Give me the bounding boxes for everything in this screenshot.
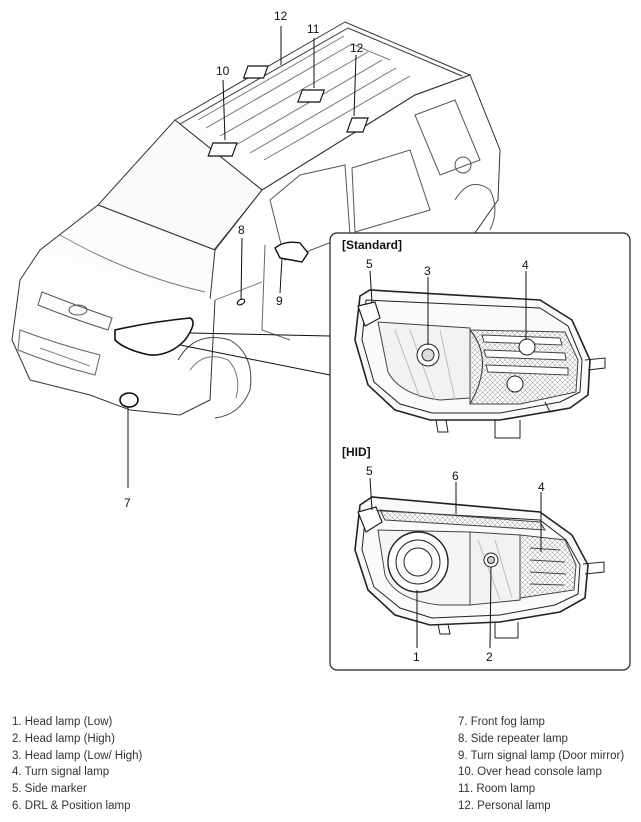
vehicle-illustration: [11, 21, 501, 419]
callout-hid-high-beam: 2: [486, 650, 493, 664]
vehicle-headlamp-outline: [114, 317, 194, 356]
callout-mirror-turn-signal: 9: [276, 294, 283, 308]
legend-item: 9. Turn signal lamp (Door mirror): [458, 749, 625, 762]
legend-left-column: 1. Head lamp (Low) 2. Head lamp (High) 3…: [12, 714, 142, 815]
callout-std-head-lamp: 3: [424, 264, 431, 278]
side-repeater-outline: [236, 298, 246, 306]
callout-room-lamp: 11: [307, 22, 320, 36]
legend-item: 11. Room lamp: [458, 783, 536, 796]
callout-personal-lamp-left: 12: [274, 9, 288, 23]
legend-item: 4. Turn signal lamp: [12, 766, 110, 779]
fog-lamp-outline: [119, 392, 139, 408]
vehicle-grille: [37, 291, 113, 331]
legend-item: 12. Personal lamp: [458, 799, 551, 812]
callout-personal-lamp-right: 12: [350, 41, 364, 55]
vehicle-front-fascia: [11, 249, 216, 416]
hid-headlamp-drawing: [354, 496, 605, 639]
callout-hid-drl: 6: [452, 469, 459, 483]
room-lamp: [297, 89, 326, 103]
inset-leader-lines: [369, 270, 542, 649]
legend-item: 5. Side marker: [12, 783, 87, 796]
legend-item: 1. Head lamp (Low): [12, 716, 113, 728]
callout-std-side-marker: 5: [366, 257, 373, 271]
standard-headlamp-title: [Standard]: [342, 238, 402, 252]
hid-headlamp-title: [HID]: [342, 445, 371, 459]
overhead-console-lamp: [207, 142, 238, 157]
vehicle-leader-lines: [127, 26, 357, 488]
legend-right-column: 7. Front fog lamp 8. Side repeater lamp …: [458, 714, 624, 815]
callout-hid-side-marker: 5: [366, 464, 373, 478]
personal-lamp-left: [242, 65, 269, 79]
legend-item: 7. Front fog lamp: [458, 716, 545, 728]
standard-headlamp-drawing: [354, 289, 606, 439]
personal-lamp-right: [346, 117, 369, 133]
mirror-turn-signal-outline: [274, 241, 309, 263]
legend-item: 6. DRL & Position lamp: [12, 799, 131, 812]
callout-fog-lamp: 7: [124, 496, 131, 510]
lamp-location-diagram: [11, 21, 631, 671]
callout-hid-turn-signal: 4: [538, 480, 545, 494]
callout-overhead-console-lamp: 10: [216, 64, 230, 78]
callout-std-turn-signal: 4: [522, 258, 529, 272]
callout-side-repeater: 8: [238, 223, 245, 237]
legend-item: 10. Over head console lamp: [458, 766, 602, 779]
legend-item: 8. Side repeater lamp: [458, 732, 568, 745]
legend-item: 2. Head lamp (High): [12, 732, 115, 745]
legend-item: 3. Head lamp (Low/ High): [12, 749, 143, 762]
callout-hid-low-beam: 1: [413, 650, 420, 664]
